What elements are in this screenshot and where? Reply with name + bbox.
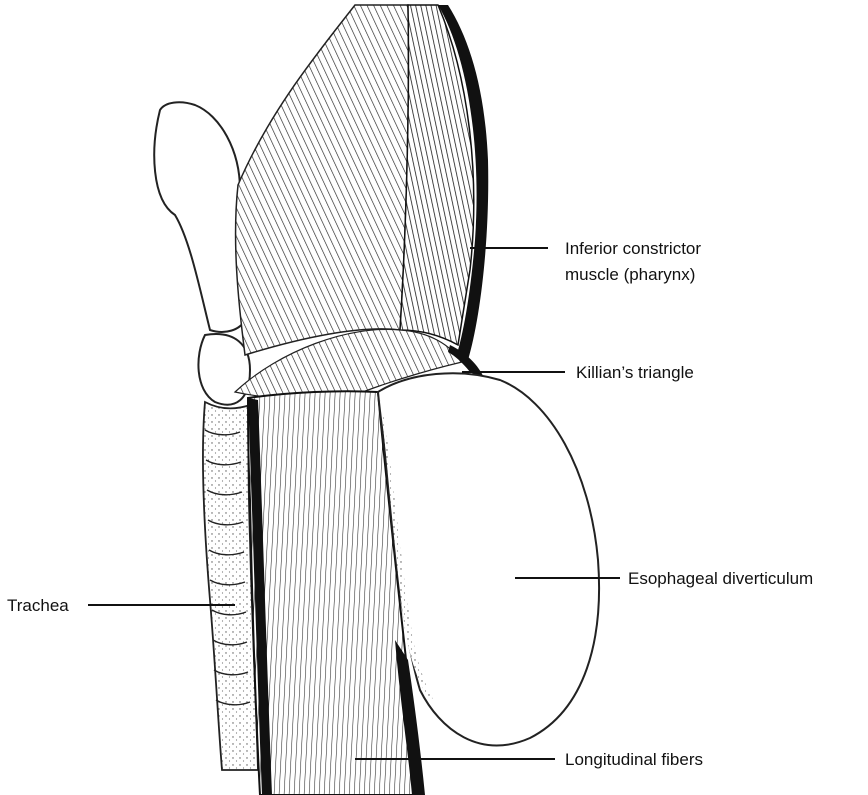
thyroid-cartilage [154,102,245,332]
label-killians-triangle: Killian’s triangle [576,363,694,382]
inferior-constrictor-muscle [236,5,409,355]
label-trachea: Trachea [7,596,69,615]
label-inferior-constrictor-line2: muscle (pharynx) [565,265,695,284]
label-longitudinal-fibers: Longitudinal fibers [565,750,703,769]
label-esophageal-diverticulum: Esophageal diverticulum [628,569,813,588]
label-inferior-constrictor: Inferior constrictor [565,239,701,258]
